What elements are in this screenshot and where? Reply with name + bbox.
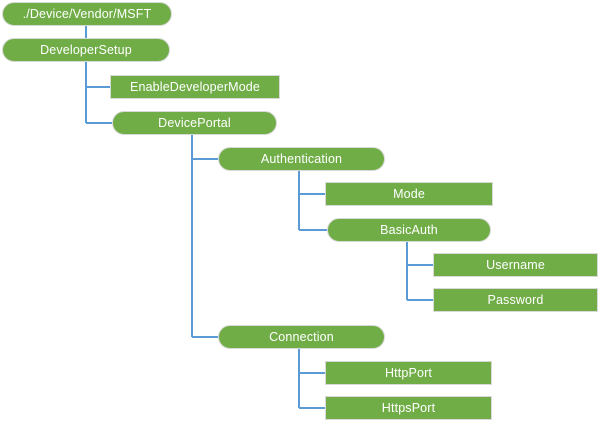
node-password[interactable]: Password bbox=[433, 288, 598, 312]
node-label-password: Password bbox=[487, 292, 544, 307]
node-basicauth[interactable]: BasicAuth bbox=[327, 218, 491, 242]
node-label-developersetup: DeveloperSetup bbox=[40, 42, 132, 57]
node-httpsport[interactable]: HttpsPort bbox=[325, 396, 492, 420]
node-label-connection: Connection bbox=[269, 329, 334, 344]
node-label-authentication: Authentication bbox=[260, 151, 343, 166]
node-enabledevelopermode[interactable]: EnableDeveloperMode bbox=[110, 75, 280, 99]
node-connection[interactable]: Connection bbox=[218, 325, 385, 349]
node-label-httpport: HttpPort bbox=[384, 365, 433, 380]
node-label-basicauth: BasicAuth bbox=[380, 222, 438, 237]
node-label-httpsport: HttpsPort bbox=[381, 400, 436, 415]
node-username[interactable]: Username bbox=[433, 253, 598, 277]
node-label-deviceportal: DevicePortal bbox=[158, 115, 231, 130]
node-label-root: ./Device/Vendor/MSFT bbox=[22, 6, 152, 21]
node-root[interactable]: ./Device/Vendor/MSFT bbox=[2, 2, 172, 26]
node-deviceportal[interactable]: DevicePortal bbox=[112, 111, 277, 135]
node-httpport[interactable]: HttpPort bbox=[325, 361, 492, 385]
node-mode[interactable]: Mode bbox=[325, 182, 493, 206]
node-label-enabledevelopermode: EnableDeveloperMode bbox=[129, 79, 261, 94]
node-authentication[interactable]: Authentication bbox=[218, 147, 385, 171]
node-label-mode: Mode bbox=[393, 186, 425, 201]
node-label-username: Username bbox=[486, 257, 545, 272]
node-developersetup[interactable]: DeveloperSetup bbox=[2, 38, 170, 62]
